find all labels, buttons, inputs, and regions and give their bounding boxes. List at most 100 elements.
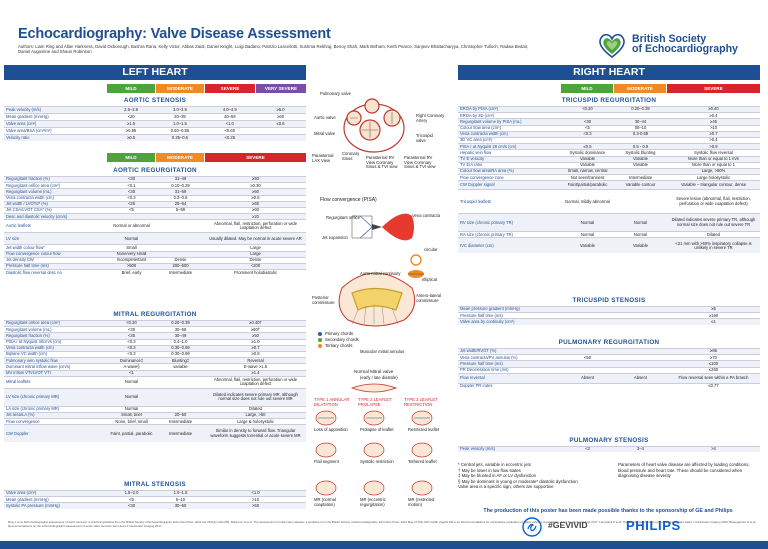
- row-value: [156, 371, 205, 376]
- row-value: Large & holosystolic: [236, 419, 275, 424]
- row-value: [255, 128, 306, 134]
- row-label: Colour flow area/RA area (%): [460, 168, 514, 174]
- row-label: RA size (chronic primary TR): [460, 232, 513, 237]
- ar-moderate-header: MODERATE: [156, 153, 204, 162]
- note-1: * Central jets, variable in eccentric je…: [458, 462, 531, 467]
- row-value: <1: [129, 370, 134, 375]
- row-value: ≥60: [277, 114, 285, 119]
- row-value: ≥60†: [250, 327, 261, 332]
- regurgitant-orifice-label: Regurgitant orifice: [326, 215, 360, 220]
- row-value: <0.20: [582, 107, 593, 112]
- row-label: TV E velocity: [460, 156, 485, 161]
- row-label: PR Deceleration time (ms): [460, 367, 509, 372]
- row-value: 3.0–3.9: [173, 107, 187, 112]
- table-row: Colour flow area/RA area (%)Small, narro…: [458, 167, 760, 175]
- tr-severe-header: SEVERE: [667, 84, 760, 93]
- row-value: Intermediate: [168, 270, 193, 275]
- row-value: 30–50: [174, 503, 187, 508]
- ar-severe-header: SEVERE: [205, 153, 306, 162]
- row-value: Large: [250, 245, 261, 250]
- row-value: >0.4: [709, 137, 718, 143]
- row-value: ≥0.40†: [249, 321, 262, 326]
- row-value: ≥65: [252, 201, 259, 207]
- row-label: LA size (chronic primary MR): [6, 406, 60, 412]
- normal-mitral-sub: (early / late diastole): [360, 375, 398, 380]
- mitral-valve-label: Mitral valve: [314, 131, 336, 136]
- row-value: <1.0: [251, 491, 260, 496]
- table-row: 3D VC area (cm²) >0.4: [458, 136, 760, 144]
- row-value: Dilated: [707, 232, 720, 237]
- note-4: § May be dominant in young or moderate* …: [458, 478, 578, 484]
- row-label: 3D VC area (cm²): [460, 137, 493, 143]
- caption-6: Tethered leaflet: [408, 459, 437, 464]
- row-value: ≤1: [711, 319, 716, 324]
- row-label: Flow reversal: [460, 375, 485, 381]
- row-value: [561, 138, 614, 143]
- row-value: <3: [585, 447, 590, 452]
- row-value: Normal: [580, 232, 595, 237]
- row-value: Brief, early: [121, 270, 142, 275]
- row-value: ≤100: [708, 361, 719, 366]
- row-label: Valve area by continuity (cm²): [460, 319, 515, 324]
- poster-header: Echocardiography: Valve Disease Assessme…: [0, 0, 768, 62]
- tr-mild-header: MILD: [561, 84, 613, 93]
- row-label: EROA by 3D (cm²): [460, 113, 495, 118]
- row-value: 5–10: [175, 497, 186, 502]
- row-value: Variable – triangular contour, dense: [680, 182, 747, 188]
- row-value: 30–44: [634, 119, 647, 124]
- row-value: Not seen/transient: [570, 175, 605, 180]
- row-value: ≥50: [252, 333, 259, 338]
- table-row: MV inflow VTI/LVOT VTI<1≥1.4: [4, 369, 306, 376]
- row-value: Variable: [633, 162, 648, 168]
- row-label: Flow convergence zone: [460, 175, 504, 180]
- row-label: Pressure half time (ms): [460, 361, 503, 366]
- row-value: >500: [126, 263, 137, 269]
- jet-expansion-label: Jet expansion: [322, 235, 348, 240]
- row-label: PISA r at Nyquist 28 cm/s (cm): [460, 144, 517, 149]
- bottom-bar: [0, 541, 768, 549]
- caption-b1: MR (normal coaptation): [314, 497, 336, 507]
- row-value: More than or equal to 1: [692, 162, 735, 168]
- row-value: [614, 361, 667, 366]
- row-value: <1.0: [225, 121, 234, 126]
- row-label: Regurgitant orifice area (cm²): [6, 321, 60, 326]
- row-label: Regurgitant volume by PISA (mL): [460, 119, 522, 124]
- caption-1: Loss of apposition: [314, 427, 348, 432]
- row-value: 0.25–0.5: [171, 135, 188, 140]
- row-value: 05–10: [634, 125, 647, 130]
- row-label: Flow convergence: [6, 419, 40, 424]
- valve-diagrams: Pulmonary valve Aortic valve Mitral valv…: [312, 88, 450, 518]
- row-value: Variable: [633, 156, 648, 161]
- row-value: 30–59: [174, 327, 187, 332]
- row-value: Dense: [174, 257, 187, 263]
- row-value: Large holosystolic: [696, 175, 731, 180]
- caption-5: Systolic restriction: [360, 459, 394, 464]
- row-label: EROA by PISA (cm²): [460, 107, 499, 112]
- row-value: Large, >50: [245, 412, 266, 418]
- caption-4: Flail segment: [314, 459, 339, 464]
- row-label: Pressure half time (ms): [460, 313, 503, 318]
- row-value: [255, 135, 306, 141]
- posterior-commissure-label: Posterior commissure: [312, 295, 335, 305]
- row-value: Variable: [580, 156, 595, 161]
- row-value: ≥5: [711, 307, 716, 312]
- left-heart-banner: LEFT HEART: [4, 65, 306, 80]
- row-value: <30: [127, 503, 136, 508]
